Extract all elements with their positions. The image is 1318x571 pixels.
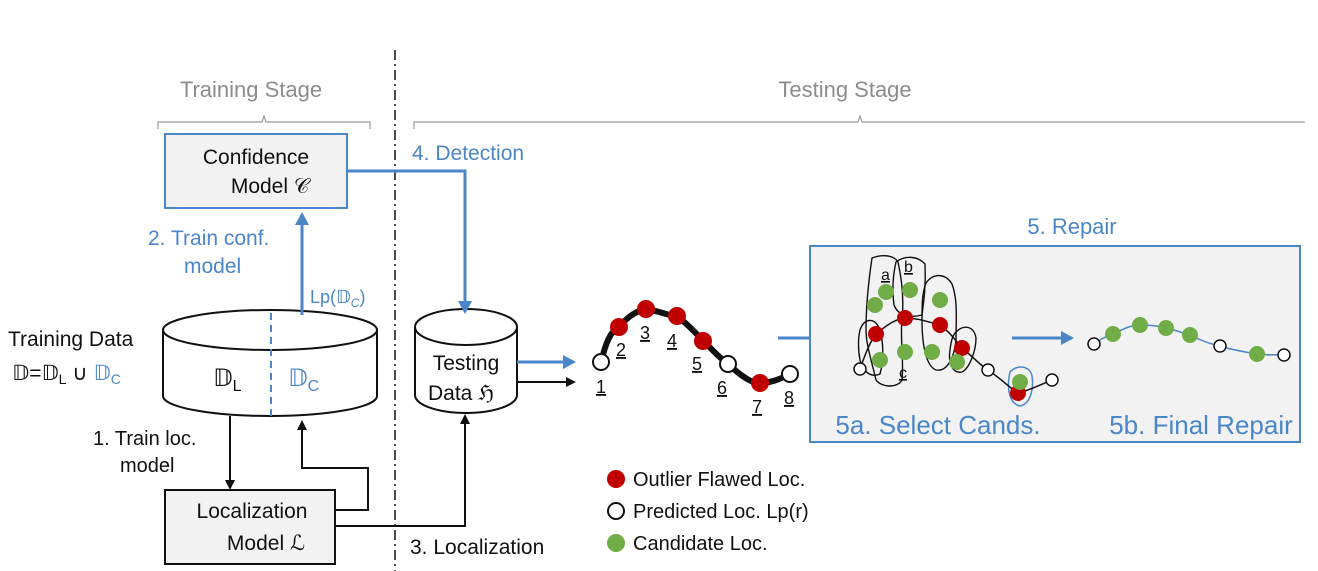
training-data-label: Training Data xyxy=(8,328,134,351)
final-trajectory xyxy=(1087,317,1291,362)
testing-stage-label: Testing Stage xyxy=(778,77,911,102)
cluster-labels: a b c xyxy=(881,259,913,382)
final-repair-label: 5b. Final Repair xyxy=(1109,410,1293,440)
cands-trajectory xyxy=(853,282,1059,401)
traj-point-2 xyxy=(610,318,628,336)
traj-label-4: 4 xyxy=(667,331,677,351)
legend-outlier-label: Outlier Flawed Loc. xyxy=(633,469,805,491)
training-stage-brace xyxy=(157,114,371,129)
localization-label: 3. Localization xyxy=(410,536,544,559)
training-stage-label: Training Stage xyxy=(180,77,322,102)
select-cands-label: 5a. Select Cands. xyxy=(835,410,1040,440)
testing-data-line1: Testing xyxy=(433,352,500,375)
selected-cluster-outline xyxy=(1007,366,1034,407)
localization-model-line1: Localization xyxy=(197,500,308,523)
traj-point-6 xyxy=(719,355,737,373)
traj-point-8 xyxy=(781,365,799,383)
training-data-formula: 𝔻=𝔻L ∪ 𝔻C xyxy=(12,362,121,387)
cylinder-dl-label: 𝔻L xyxy=(213,365,242,395)
testing-data-line2: Data ℌ xyxy=(428,382,494,405)
training-data-cylinder xyxy=(162,309,378,417)
candidate-clusters xyxy=(857,254,977,387)
cluster-label-a: a xyxy=(881,267,890,284)
loc-to-testing-arrow xyxy=(335,414,470,527)
confidence-model-line1: Confidence xyxy=(203,146,309,169)
train-loc-label-2: model xyxy=(120,455,174,477)
confidence-model-line2: Model 𝒞 xyxy=(231,175,311,198)
legend-predicted-label: Predicted Loc. Lp(r) xyxy=(633,501,809,523)
detection-arrow xyxy=(347,169,472,314)
traj-point-1 xyxy=(592,353,610,371)
cluster-label-b: b xyxy=(904,259,913,276)
traj-label-3: 3 xyxy=(640,323,650,343)
repair-label: 5. Repair xyxy=(1027,214,1116,239)
trajectory-labels: 1 2 3 4 5 6 7 8 xyxy=(596,323,794,417)
traj-point-4 xyxy=(668,307,686,325)
traj-label-2: 2 xyxy=(616,340,626,360)
localization-model-line2: Model ℒ xyxy=(227,532,305,555)
lp-dc-label: Lp(𝔻C) xyxy=(310,287,365,310)
localization-model-box xyxy=(164,489,336,565)
legend: Outlier Flawed Loc. Predicted Loc. Lp(r)… xyxy=(607,469,809,555)
traj-label-6: 6 xyxy=(717,378,727,398)
legend-candidate-marker xyxy=(607,534,625,552)
trajectory xyxy=(592,300,799,392)
loc-to-dc-arrow xyxy=(297,420,369,511)
traj-label-5: 5 xyxy=(692,354,702,374)
legend-outlier-marker xyxy=(607,470,625,488)
legend-predicted-marker xyxy=(607,502,625,520)
traj-point-3 xyxy=(637,300,655,318)
traj-label-7: 7 xyxy=(752,397,762,417)
cylinder-dc-label: 𝔻C xyxy=(288,365,319,395)
traj-label-1: 1 xyxy=(596,377,606,397)
cluster-label-c: c xyxy=(899,365,907,382)
traj-point-7 xyxy=(751,374,769,392)
train-conf-label-2: model xyxy=(184,255,241,278)
traj-point-5 xyxy=(694,332,712,350)
train-loc-label-1: 1. Train loc. xyxy=(93,428,196,450)
legend-candidate-label: Candidate Loc. xyxy=(633,533,768,555)
detection-label: 4. Detection xyxy=(412,142,524,165)
testing-stage-brace xyxy=(413,114,1305,129)
traj-label-8: 8 xyxy=(784,388,794,408)
train-conf-label-1: 2. Train conf. xyxy=(148,227,269,250)
